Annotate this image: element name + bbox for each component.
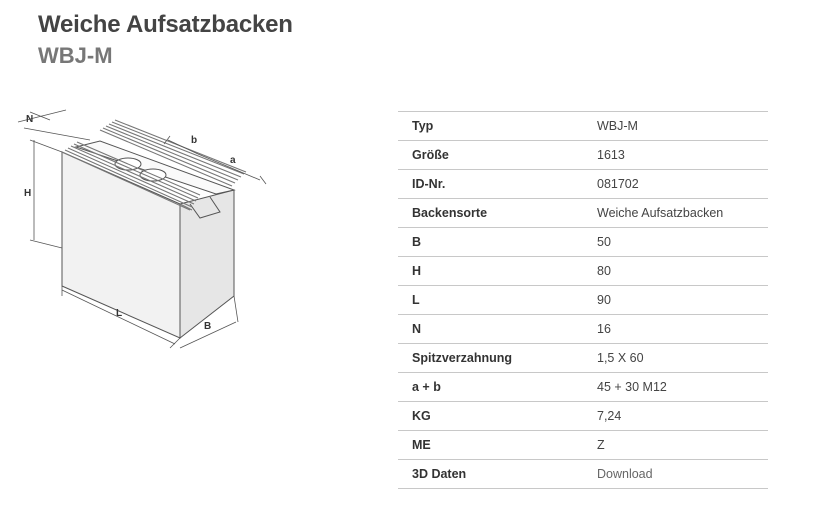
spec-value: 1613: [583, 140, 768, 170]
table-row: L 90: [398, 285, 768, 315]
spec-label-3d-data: 3D Daten: [398, 459, 583, 489]
table-row: ID-Nr. 081702: [398, 169, 768, 199]
spec-value: 7,24: [583, 401, 768, 431]
page-subtitle: WBJ-M: [38, 43, 113, 68]
spec-label: Größe: [398, 140, 583, 170]
spec-value: 45 + 30 M12: [583, 372, 768, 402]
spec-value: 1,5 X 60: [583, 343, 768, 373]
spec-value: 16: [583, 314, 768, 344]
spec-label: H: [398, 256, 583, 286]
spec-value-download: Download: [583, 459, 768, 489]
dimension-label-h: H: [24, 188, 31, 199]
spec-label: KG: [398, 401, 583, 431]
spec-label: Spitzverzahnung: [398, 343, 583, 373]
specs-table: Typ WBJ-M Größe 1613 ID-Nr. 081702 Backe…: [398, 111, 768, 489]
table-row-3d-data: 3D Daten Download: [398, 459, 768, 489]
table-row: N 16: [398, 314, 768, 344]
spec-value: 90: [583, 285, 768, 315]
spec-label: a + b: [398, 372, 583, 402]
jaw-technical-drawing: N b a H L B: [17, 109, 267, 349]
spec-label: Backensorte: [398, 198, 583, 228]
spec-label: B: [398, 227, 583, 257]
spec-value: Weiche Aufsatzbacken: [583, 198, 768, 228]
dimension-label-b: B: [204, 321, 211, 332]
spec-value: WBJ-M: [583, 111, 768, 141]
dimension-label-a: a: [230, 155, 236, 166]
spec-value: 50: [583, 227, 768, 257]
table-row: KG 7,24: [398, 401, 768, 431]
page-title: Weiche Aufsatzbacken: [38, 11, 293, 38]
spec-label: N: [398, 314, 583, 344]
dimension-label-l: L: [116, 308, 122, 319]
specs-table-body: Typ WBJ-M Größe 1613 ID-Nr. 081702 Backe…: [398, 111, 768, 489]
table-row: Spitzverzahnung 1,5 X 60: [398, 343, 768, 373]
table-row: Backensorte Weiche Aufsatzbacken: [398, 198, 768, 228]
download-link[interactable]: Download: [597, 467, 653, 481]
spec-value: Z: [583, 430, 768, 460]
spec-label: ID-Nr.: [398, 169, 583, 199]
spec-value: 081702: [583, 169, 768, 199]
spec-label: Typ: [398, 111, 583, 141]
table-row: Typ WBJ-M: [398, 111, 768, 141]
spec-label: L: [398, 285, 583, 315]
dimension-label-b-small: b: [191, 135, 197, 146]
table-row: a + b 45 + 30 M12: [398, 372, 768, 402]
table-row: B 50: [398, 227, 768, 257]
spec-value: 80: [583, 256, 768, 286]
table-row: ME Z: [398, 430, 768, 460]
dimension-label-n: N: [26, 114, 33, 125]
spec-label: ME: [398, 430, 583, 460]
table-row: H 80: [398, 256, 768, 286]
table-row: Größe 1613: [398, 140, 768, 170]
